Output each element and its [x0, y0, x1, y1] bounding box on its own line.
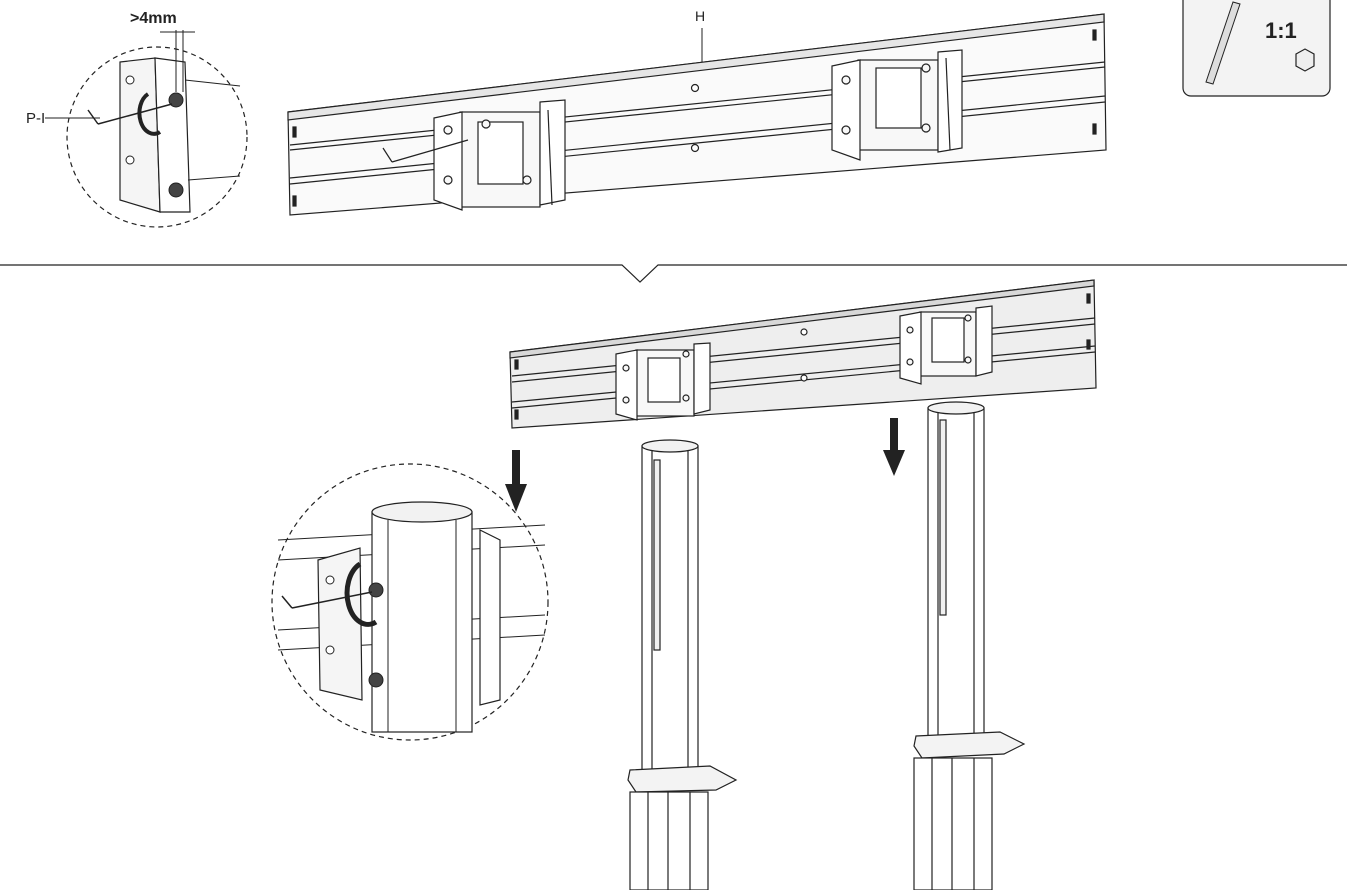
down-arrow-icon [505, 450, 527, 512]
rail-h-top [287, 13, 1107, 216]
section-divider [0, 264, 1347, 283]
pole-right [913, 401, 1026, 890]
bracket-top-right [831, 49, 963, 161]
bracket-bottom-left [615, 342, 711, 421]
detail-zoom-top [45, 30, 248, 228]
hex-nut-icon [1295, 48, 1315, 72]
bracket-bottom-right [899, 305, 993, 385]
down-arrow-icon [883, 418, 905, 476]
detail-zoom-bottom [271, 463, 549, 741]
gap-measurement-label: >4mm [130, 10, 177, 27]
pole-left [627, 439, 738, 890]
rail-h-bottom [509, 279, 1097, 429]
part-h-label: H [695, 8, 706, 24]
rotate-arrow-icon [344, 561, 378, 627]
part-pi-label: P-I [26, 110, 46, 127]
bracket-top-left [382, 99, 566, 211]
scale-label: 1:1 [1265, 18, 1297, 43]
allen-key-scale-icon [1182, 0, 1331, 97]
